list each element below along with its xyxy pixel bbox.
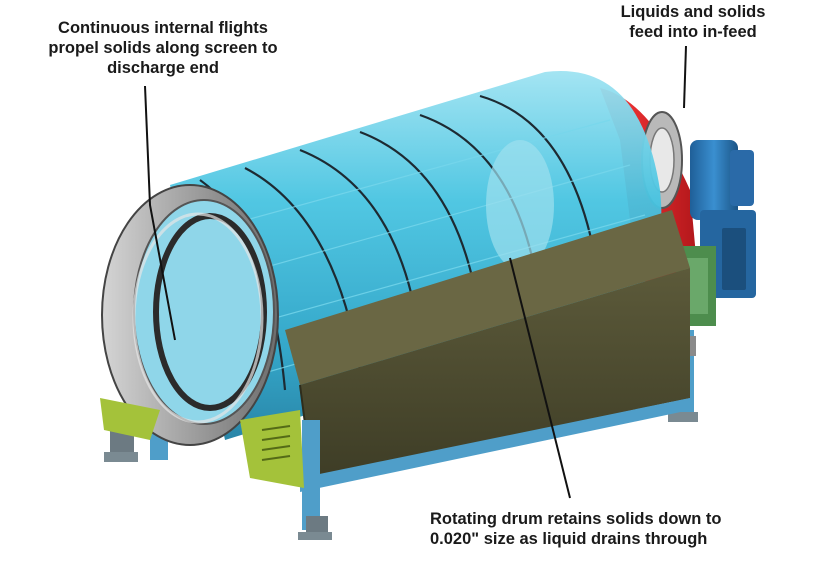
callout-line: Continuous internal flights bbox=[58, 19, 268, 37]
callout-line: 0.020" size as liquid drains through bbox=[430, 530, 708, 548]
callout-rotating-drum: Rotating drum retains solids down to 0.0… bbox=[430, 509, 776, 549]
leader-flights bbox=[144, 85, 176, 341]
drive-motor bbox=[690, 140, 756, 298]
callout-in-feed: Liquids and solids feed into in-feed bbox=[604, 2, 782, 42]
callout-internal-flights: Continuous internal flights propel solid… bbox=[22, 18, 304, 78]
callout-line: discharge end bbox=[107, 59, 219, 77]
callout-line: feed into in-feed bbox=[629, 23, 757, 41]
front-frame bbox=[298, 398, 690, 540]
leader-feed bbox=[683, 45, 687, 109]
callout-line: Rotating drum retains solids down to bbox=[430, 510, 722, 528]
foot-bracket bbox=[100, 398, 304, 488]
leader-drum bbox=[509, 257, 571, 499]
callout-line: Liquids and solids bbox=[620, 3, 766, 21]
callout-line: propel solids along screen to bbox=[48, 39, 278, 57]
discharge-end-ring bbox=[101, 184, 279, 446]
callout-leaders bbox=[144, 45, 687, 499]
